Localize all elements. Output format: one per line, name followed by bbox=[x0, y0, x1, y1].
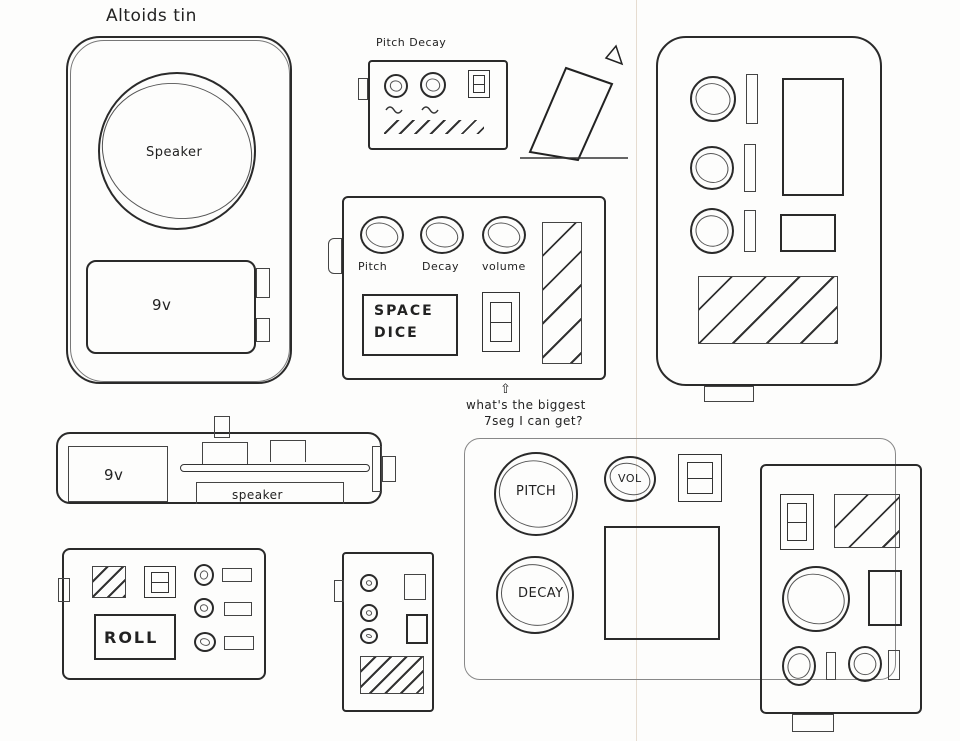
roll-wave-3 bbox=[224, 636, 254, 650]
roll-speaker bbox=[92, 566, 126, 598]
side-jack-plug bbox=[382, 456, 396, 482]
note-line-2: 7seg I can get? bbox=[484, 414, 583, 428]
button-rect bbox=[780, 214, 836, 252]
roll-button bbox=[94, 614, 176, 660]
side-pcb bbox=[180, 464, 370, 472]
wave-icons bbox=[385, 106, 439, 114]
volume-label: volume bbox=[482, 260, 526, 273]
pitch-label: Pitch bbox=[358, 260, 388, 273]
decay-label: Decay bbox=[422, 260, 460, 273]
note-line-1: what's the biggest bbox=[466, 398, 586, 412]
br-knob-small-2 bbox=[848, 646, 882, 682]
main-panel-jack bbox=[328, 238, 342, 274]
roll-panel-outline bbox=[62, 548, 266, 680]
br-panel-outline bbox=[760, 464, 922, 714]
tall-layout-jack bbox=[704, 386, 754, 402]
roll-panel-jack bbox=[58, 578, 70, 602]
small-panel-outline bbox=[368, 60, 508, 150]
small-speaker-grille bbox=[360, 656, 424, 694]
tin-outline bbox=[66, 36, 292, 384]
vol-knob bbox=[604, 456, 656, 502]
pitch-knob-small bbox=[384, 74, 408, 98]
slider-1 bbox=[746, 74, 758, 124]
tall-layout-outline bbox=[656, 36, 882, 386]
side-pot-1 bbox=[202, 442, 248, 464]
side-knob-shaft bbox=[214, 416, 230, 438]
small-knob-3 bbox=[360, 628, 378, 644]
volume-knob bbox=[482, 216, 526, 254]
seven-seg-small bbox=[468, 70, 490, 98]
br-panel-jack bbox=[792, 714, 834, 732]
note-arrow: ⇧ bbox=[500, 382, 512, 397]
roll-wave-2 bbox=[224, 602, 252, 616]
large-layout-outline bbox=[464, 438, 896, 680]
br-button bbox=[868, 570, 902, 626]
small-button bbox=[406, 614, 428, 644]
decay-knob-large bbox=[496, 556, 574, 634]
speaker-grille-strip bbox=[542, 222, 582, 364]
decay-large-label: DECAY bbox=[518, 586, 564, 601]
slider-3 bbox=[744, 210, 756, 252]
br-slider-1 bbox=[826, 652, 836, 680]
display-area bbox=[782, 78, 844, 196]
battery-label: 9v bbox=[152, 296, 172, 314]
side-battery bbox=[68, 446, 168, 502]
knob-2 bbox=[690, 146, 734, 190]
large-display-square bbox=[604, 526, 720, 640]
side-battery-label: 9v bbox=[104, 466, 124, 484]
small-knob-1 bbox=[360, 574, 378, 592]
br-seven-seg bbox=[780, 494, 814, 550]
battery-snap-top bbox=[256, 268, 270, 298]
seven-seg-large bbox=[678, 454, 722, 502]
tilted-rectangle bbox=[520, 44, 628, 162]
notebook-fold bbox=[636, 0, 637, 741]
tin-outline-inner bbox=[70, 40, 290, 382]
br-slider-2 bbox=[888, 650, 900, 680]
roll-label: ROLL bbox=[104, 628, 159, 647]
small-tall-outline bbox=[342, 552, 434, 712]
knob-3 bbox=[690, 208, 734, 254]
pitch-knob bbox=[360, 216, 404, 254]
knob-1 bbox=[690, 76, 736, 122]
decay-knob bbox=[420, 216, 464, 254]
roll-seven-seg bbox=[144, 566, 176, 598]
hatched-strip bbox=[384, 120, 484, 134]
pitch-knob-large bbox=[494, 452, 578, 536]
battery-9v bbox=[86, 260, 256, 354]
br-big-knob bbox=[782, 566, 850, 632]
side-speaker-label: speaker bbox=[232, 488, 283, 502]
small-tall-jack bbox=[334, 580, 344, 602]
side-speaker bbox=[196, 482, 344, 504]
sketch-title: Altoids tin bbox=[106, 6, 197, 26]
side-jack bbox=[372, 446, 382, 492]
speaker-grille bbox=[698, 276, 838, 344]
small-panel-caption: Pitch Decay bbox=[376, 36, 447, 49]
speaker-circle bbox=[98, 72, 256, 230]
roll-wave-1 bbox=[222, 568, 252, 582]
side-pot-2 bbox=[270, 440, 306, 462]
roll-knob-3 bbox=[194, 632, 216, 652]
small-seven-seg bbox=[404, 574, 426, 600]
main-panel-outline bbox=[342, 196, 606, 380]
battery-snap-bottom bbox=[256, 318, 270, 342]
space-dice-button bbox=[362, 294, 458, 356]
roll-knob-1 bbox=[194, 564, 214, 586]
roll-knob-2 bbox=[194, 598, 214, 618]
small-panel-jack bbox=[358, 78, 368, 100]
decay-knob-small bbox=[420, 72, 446, 98]
slider-2 bbox=[744, 144, 756, 192]
seven-seg-display bbox=[482, 292, 520, 352]
space-dice-label: SPACE DICE bbox=[374, 303, 434, 341]
br-knob-small-1 bbox=[782, 646, 816, 686]
pitch-large-label: PITCH bbox=[516, 484, 557, 499]
small-knob-2 bbox=[360, 604, 378, 622]
vol-label: VOL bbox=[618, 472, 642, 485]
speaker-label: Speaker bbox=[146, 145, 203, 160]
br-speaker bbox=[834, 494, 900, 548]
